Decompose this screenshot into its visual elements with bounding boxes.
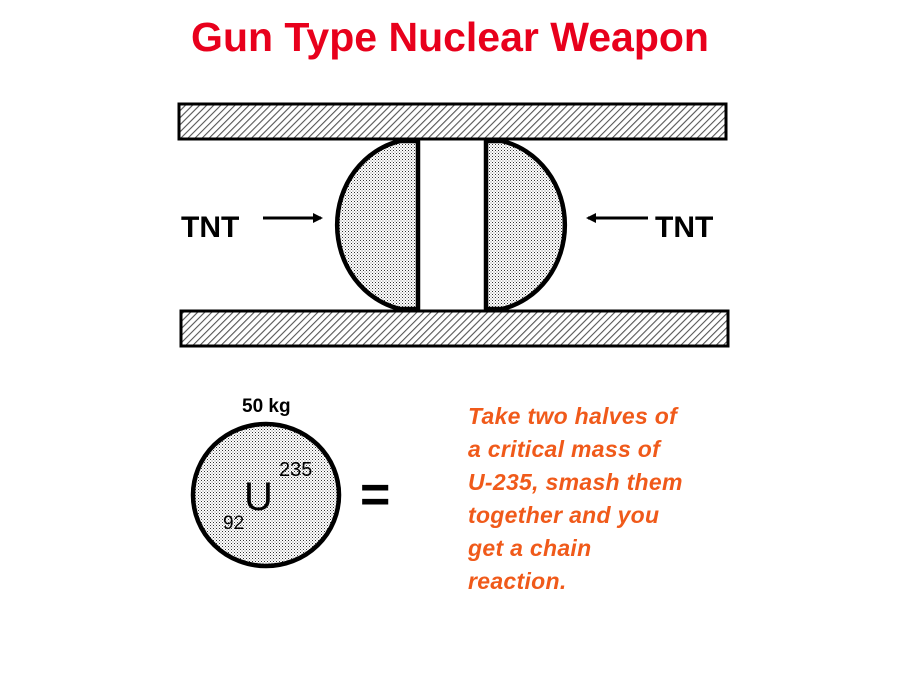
caption-line: together and you	[468, 502, 660, 528]
caption-line: Take two halves of	[468, 403, 678, 429]
mass-label: 50 kg	[242, 396, 291, 417]
atomic-number: 92	[223, 513, 244, 534]
barrel-top-wall	[177, 102, 728, 141]
mass-number: 235	[279, 459, 312, 481]
uranium-half-left	[334, 138, 421, 312]
equals-sign: =	[360, 466, 390, 524]
critical-mass-sphere	[190, 421, 342, 569]
element-symbol: U	[244, 475, 273, 519]
tnt-right-label: TNT	[655, 211, 713, 244]
uranium-half-right	[483, 138, 568, 312]
caption-line: U-235, smash them	[468, 469, 683, 495]
barrel-bottom-wall	[179, 309, 730, 348]
tnt-left-label: TNT	[181, 211, 239, 244]
caption-line: a critical mass of	[468, 436, 661, 462]
slide-title: Gun Type Nuclear Weapon	[191, 14, 709, 60]
caption-line: get a chain	[468, 535, 592, 561]
caption-line: reaction.	[468, 568, 567, 594]
caption: Take two halves of a critical mass of U-…	[468, 400, 768, 598]
